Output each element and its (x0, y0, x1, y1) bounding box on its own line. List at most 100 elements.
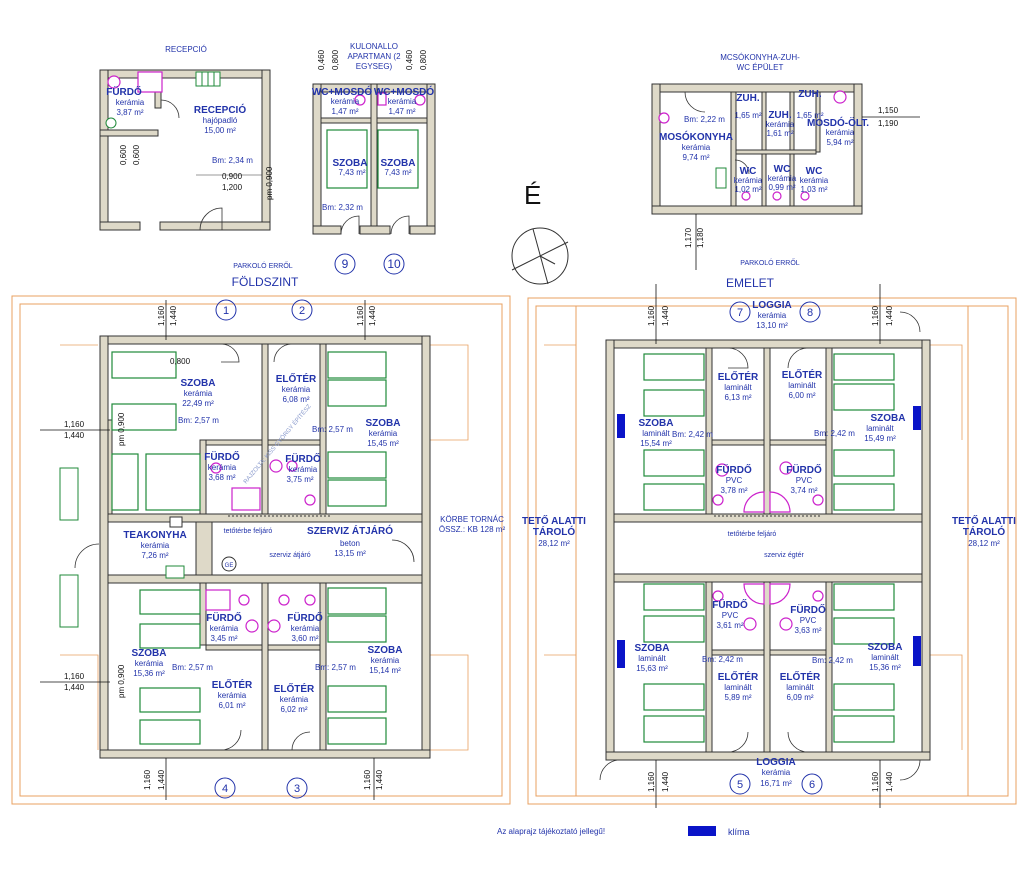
u-szobaSE-name: SZOBA (868, 642, 903, 653)
u-eloterNW-mat: laminált (724, 383, 752, 392)
wc2-area: 0,99 m² (768, 183, 795, 192)
rec-furdo-mat: kerámia (116, 98, 145, 107)
unit-10-marker (383, 253, 405, 275)
g-teakonyha-name: TEAKONYHA (123, 530, 186, 541)
u-furdoSW-area: 3,61 m² (716, 621, 743, 630)
apt-wc2-name: WC+MOSDÓ (374, 85, 435, 98)
g-szerviz-name: SZERVIZ ÁTJÁRÓ (307, 524, 393, 537)
unit-7-marker (729, 301, 751, 323)
klima-legend-label: klíma (728, 827, 750, 837)
u-loggiaS-area: 16,71 m² (760, 779, 792, 788)
u-dim-6: 1,440 (661, 771, 670, 792)
u-szobaNE-name: SZOBA (871, 413, 906, 424)
rec-dim-3: 0,600 (119, 144, 128, 165)
g-eloterSE-mat: kerámia (280, 695, 309, 704)
rec-dim-4: 0,600 (132, 144, 141, 165)
unit-2-label: 2 (299, 305, 305, 317)
u-szobaSE-bm: Bm: 2,42 m (812, 656, 853, 665)
g-teakonyha-area: 7,26 m² (141, 551, 168, 560)
apt-szoba1-area: 7,43 m² (338, 168, 365, 177)
foldszint-title: FÖLDSZINT (232, 275, 299, 289)
u-furdoNW-mat: PVC (726, 476, 743, 485)
g-eloterN-mat: kerámia (282, 385, 311, 394)
g-dim-3: 1,160 (356, 305, 365, 326)
u-teto1-area: 28,12 m² (538, 539, 570, 548)
g-dim-2: 1,440 (169, 305, 178, 326)
u-eloterSW-area: 5,89 m² (724, 693, 751, 702)
wc2-name: WC (774, 164, 791, 175)
u-dim-7: 1,160 (871, 771, 880, 792)
u-szobaNE-bm: Bm: 2,42 m (814, 429, 855, 438)
mosokonyha-building (651, 83, 863, 215)
wc1-mat: kerámia (734, 176, 763, 185)
u-furdoNE-mat: PVC (796, 476, 813, 485)
unit-1-label: 1 (223, 305, 229, 317)
u-loggiaN-name: LOGGIA (752, 300, 791, 311)
u-dim-1: 1,160 (647, 305, 656, 326)
recepcio-building (99, 69, 271, 231)
u-feljaro: tetőtérbe feljáró (728, 531, 777, 538)
unit-9-label: 9 (342, 257, 349, 271)
g-dim-12: 1,440 (64, 683, 85, 692)
g-szobaNW-bm: Bm: 2,57 m (178, 416, 219, 425)
g-szobaNE-area: 15,45 m² (367, 439, 399, 448)
u-furdoNW-area: 3,78 m² (720, 486, 747, 495)
wc3-mat: kerámia (800, 176, 829, 185)
u-eloterNW-name: ELŐTÉR (718, 370, 759, 383)
unit-7-label: 7 (737, 307, 743, 319)
g-dim-13: pm 0,900 (117, 412, 126, 446)
g-eloterN-area: 6,08 m² (282, 395, 309, 404)
u-teto2-area: 28,12 m² (968, 539, 1000, 548)
ground-floor (11, 295, 511, 805)
zuh1-name: ZUH. (736, 93, 760, 104)
u-szobaSW-mat: laminált (638, 654, 666, 663)
u-teto2-name-1: TETŐ ALATTI (952, 514, 1016, 527)
u-eloterNE-area: 6,00 m² (788, 391, 815, 400)
g-dim-11: 1,160 (64, 672, 85, 681)
g-furdoS-name: FÜRDŐ (287, 611, 323, 624)
unit-8-marker (799, 301, 821, 323)
parkolo-right: PARKOLÓ ERRŐL (740, 258, 799, 267)
g-szobaSW-name: SZOBA (132, 648, 167, 659)
g-szobaSE-mat: kerámia (371, 656, 400, 665)
unit-10-label: 10 (387, 257, 401, 271)
u-teto2-name-2: TÁROLÓ (963, 525, 1005, 538)
g-dim-7: 1,160 (363, 769, 372, 790)
g-eloterSE-area: 6,02 m² (280, 705, 307, 714)
rec-furdo-area: 3,87 m² (116, 108, 143, 117)
g-korbe-1: KÖRBE TORNÁC (440, 515, 504, 524)
mosokonyha-heading-1: MCSÓKONYHA-ZUH- (720, 53, 800, 62)
u-szobaNW-area: 15,54 m² (640, 439, 672, 448)
zuh3-name: ZUH. (798, 89, 822, 100)
zuh3-area: 1,65 m² (796, 111, 823, 120)
unit-1-marker (215, 299, 237, 321)
apt-dim-2: 0,800 (331, 49, 340, 70)
u-loggiaS-mat: kerámia (762, 768, 791, 777)
g-szobaNW-area: 22,49 m² (182, 399, 214, 408)
compass (511, 227, 569, 285)
u-teto1-name-2: TÁROLÓ (533, 525, 575, 538)
u-dim-2: 1,440 (661, 305, 670, 326)
apartman-building (312, 83, 436, 235)
u-szobaNE-mat: laminált (866, 424, 894, 433)
g-szobaNE-mat: kerámia (369, 429, 398, 438)
zuh2-mat: kerámia (766, 120, 795, 129)
u-eloterNE-mat: laminált (788, 381, 816, 390)
g-dim-5: 1,160 (143, 769, 152, 790)
g-dim-10: 1,440 (64, 431, 85, 440)
g-dim-4: 1,440 (368, 305, 377, 326)
u-furdoSE-mat: PVC (800, 616, 817, 625)
rec-bm: Bm: 2,34 m (212, 156, 253, 165)
u-eloterSW-mat: laminált (724, 683, 752, 692)
g-dim-6: 1,440 (157, 769, 166, 790)
g-eloterSW-area: 6,01 m² (218, 701, 245, 710)
mk-bm: Bm: 2,22 m (684, 115, 725, 124)
upper-floor (527, 284, 1017, 808)
u-furdoSW-mat: PVC (722, 611, 739, 620)
parkolo-left: PARKOLÓ ERRŐL (233, 261, 292, 270)
u-furdoSE-name: FÜRDŐ (790, 603, 826, 616)
g-szobaSE-bm: Bm: 2,57 m (315, 663, 356, 672)
u-szobaSW-name: SZOBA (635, 643, 670, 654)
u-loggiaN-mat: kerámia (758, 311, 787, 320)
u-dim-3: 1,160 (871, 305, 880, 326)
